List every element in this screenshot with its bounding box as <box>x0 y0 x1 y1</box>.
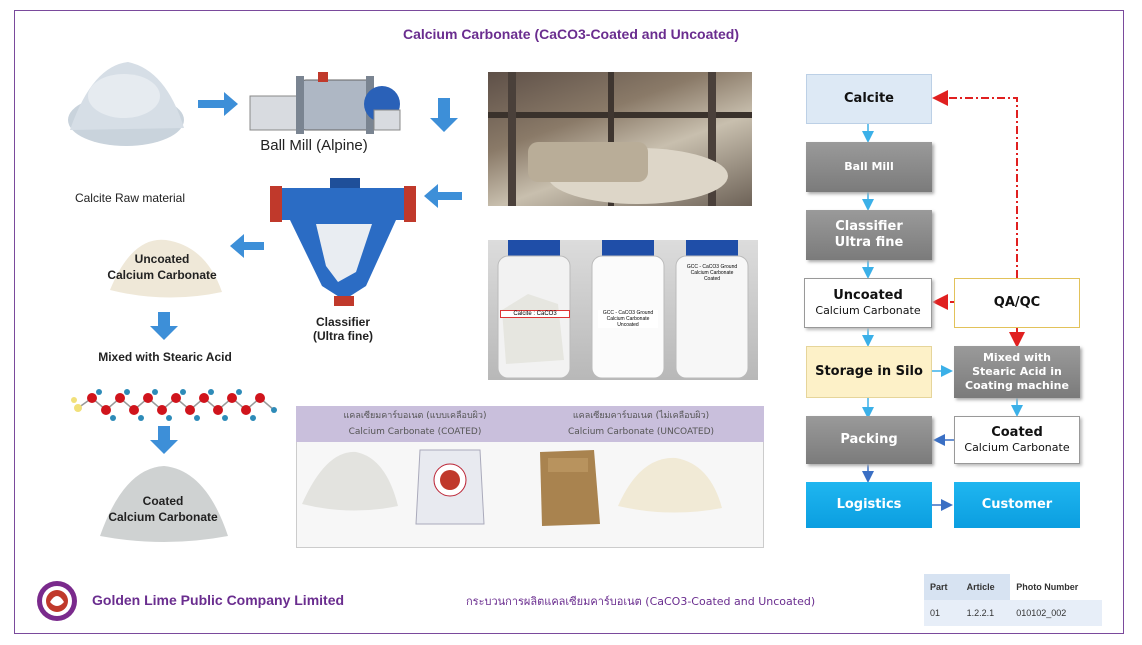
table-cell: 01 <box>930 608 941 618</box>
flow-customer: Customer <box>954 482 1080 528</box>
uncoated-label: Uncoated Calcium Carbonate <box>107 252 217 282</box>
jar-1-label: Calcite : CaCO3 <box>500 310 570 318</box>
ball-mill-image <box>249 72 401 134</box>
product-panel-header <box>296 406 764 442</box>
arrow-left-1 <box>424 184 462 208</box>
company-logo <box>37 581 77 621</box>
uncoated-powder-sample <box>618 457 722 513</box>
flow-storage-silo: Storage in Silo <box>806 346 932 398</box>
flowchart-connectors <box>862 90 1025 511</box>
product-images <box>302 449 722 526</box>
table-cell: 010102_002 <box>1016 608 1067 618</box>
flow-calcite: Calcite <box>806 74 932 124</box>
arrow-left-2 <box>230 234 264 258</box>
coated-powder-image <box>100 466 228 542</box>
uncoated-en-label: Calcium Carbonate (UNCOATED) <box>567 427 715 437</box>
table-cell: 1.2.2.1 <box>966 608 995 618</box>
factory-photo <box>488 72 752 206</box>
arrow-right-1 <box>198 92 238 116</box>
company-name: Golden Lime Public Company Limited <box>92 592 345 608</box>
coated-thai-label: แคลเซียมคาร์บอเนต (แบบเคลือบผิว) <box>343 411 487 421</box>
classifier-image <box>270 178 416 306</box>
footer-caption: กระบวนการผลิตแคลเซียมคาร์บอเนต (CaCO3-Co… <box>466 595 816 608</box>
page-frame <box>14 10 1124 634</box>
flow-qaqc: QA/QC <box>954 278 1080 328</box>
flow-logistics: Logistics <box>806 482 932 528</box>
coated-label: Coated Calcium Carbonate <box>108 494 218 524</box>
ball-mill-label: Ball Mill (Alpine) <box>260 137 368 154</box>
classifier-label: Classifier (Ultra fine) <box>313 315 373 343</box>
uncoated-powder-image <box>110 239 222 298</box>
coated-en-label: Calcium Carbonate (COATED) <box>348 427 482 437</box>
arrow-down-3 <box>150 426 178 454</box>
table-header: Part <box>930 582 948 592</box>
jar-3-label: GCC - CaCO3 Ground Calcium Carbonate Coa… <box>686 264 738 282</box>
left-illustration <box>68 62 462 542</box>
coated-bag <box>415 449 485 525</box>
table-header: Article <box>966 582 995 592</box>
arrow-down-2 <box>150 312 178 340</box>
calcite-powder-image <box>68 62 184 146</box>
stearic-acid-molecule-image <box>71 389 277 421</box>
uncoated-thai-label: แคลเซียมคาร์บอเนต (ไม่เคลือบผิว) <box>572 411 710 421</box>
jar-3 <box>675 240 749 379</box>
uncoated-bag <box>540 450 600 526</box>
jar-2-label: GCC - CaCO3 Ground Calcium Carbonate Unc… <box>598 310 658 328</box>
table-header: Photo Number <box>1010 574 1102 600</box>
page-title: Calcium Carbonate (CaCO3-Coated and Unco… <box>402 26 740 42</box>
coated-powder-sample <box>302 451 398 511</box>
arrow-down-1 <box>430 98 458 132</box>
calcite-raw-label: Calcite Raw material <box>74 191 186 205</box>
flow-ball-mill: Ball Mill <box>806 142 932 192</box>
mixed-stearic-label: Mixed with Stearic Acid <box>98 350 232 364</box>
photo-info-table: Part Article Photo Number 01 1.2.2.1 010… <box>924 574 1102 626</box>
flow-packing: Packing <box>806 416 932 464</box>
sample-jars-photo: Calcite : CaCO3 GCC - CaCO3 Ground Calci… <box>488 240 758 380</box>
